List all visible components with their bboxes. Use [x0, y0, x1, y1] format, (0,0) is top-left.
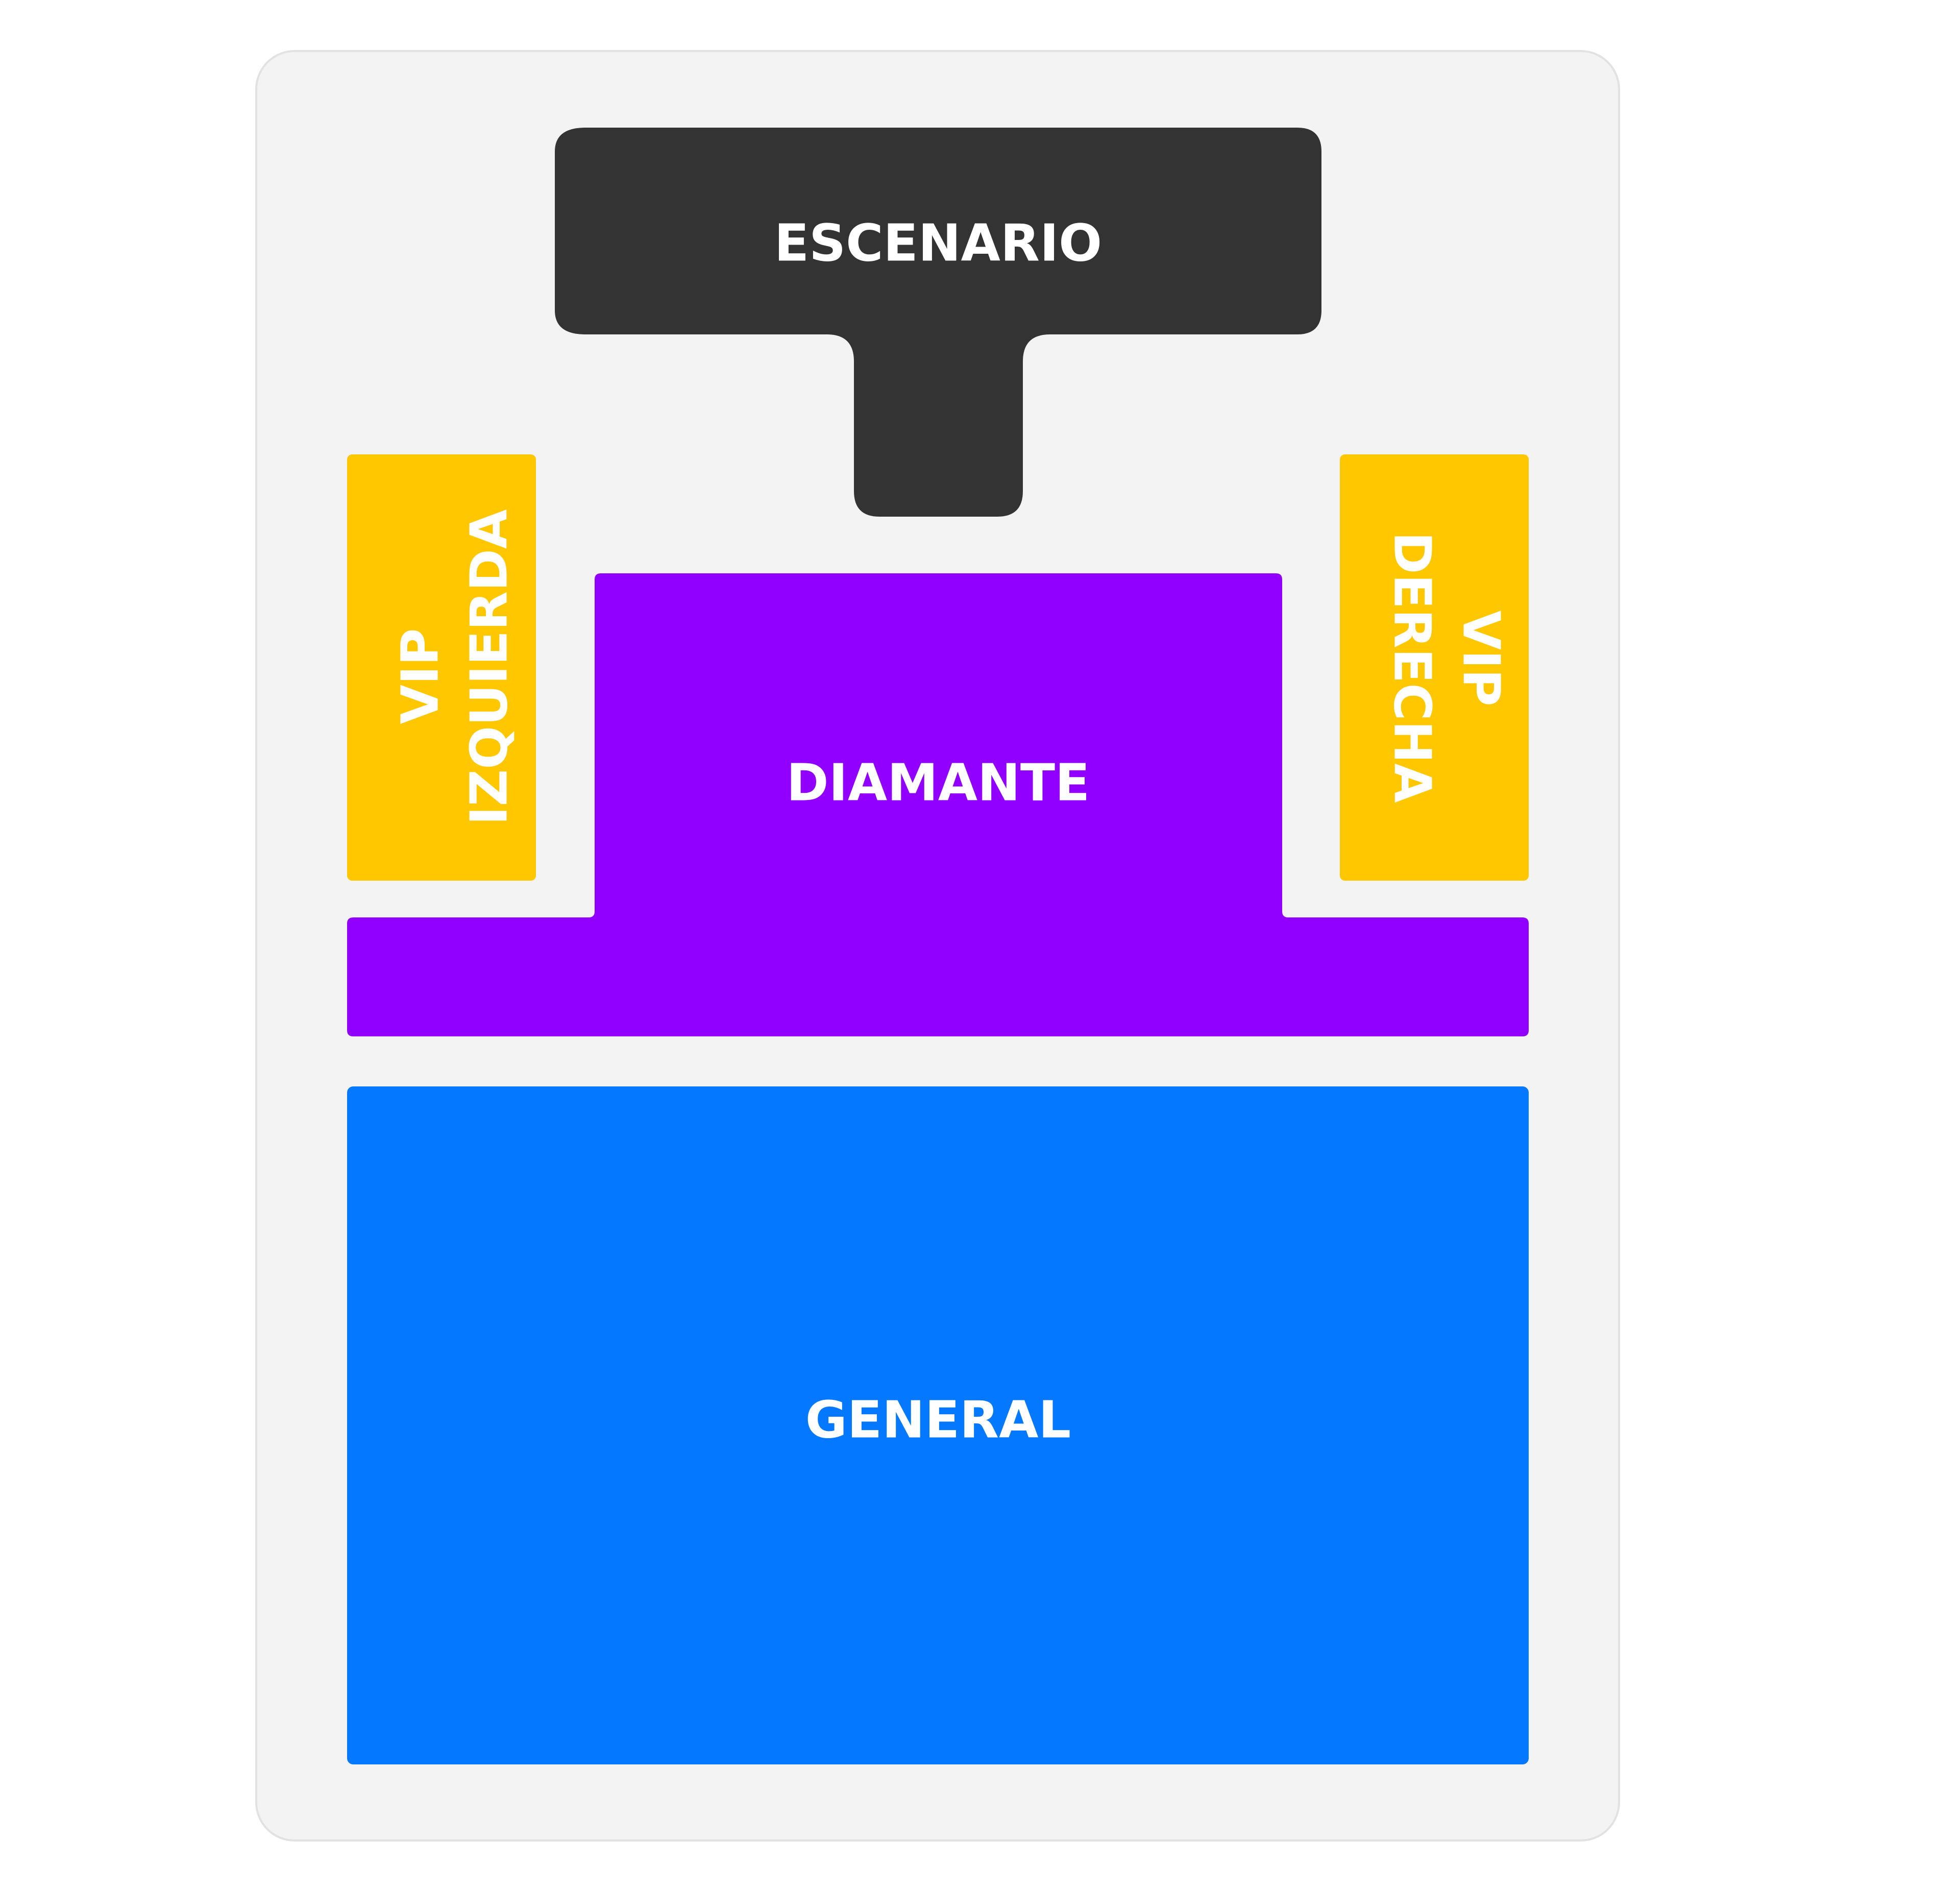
- stage-shape[interactable]: [555, 128, 1321, 517]
- vip-right-line-2: DERECHA: [1383, 531, 1442, 803]
- general-shape[interactable]: [347, 1086, 1529, 1764]
- zone-diamond[interactable]: DIAMANTE: [347, 573, 1529, 1036]
- vip-left-label: VIP IZQUIERDA: [376, 510, 519, 826]
- general-label: GENERAL: [805, 1390, 1071, 1449]
- vip-left-shape[interactable]: [347, 454, 536, 881]
- stage-label: ESCENARIO: [774, 213, 1102, 273]
- vip-left-line-2: IZQUIERDA: [459, 510, 519, 826]
- vip-right-line-1: VIP: [1452, 611, 1511, 707]
- vip-right-label: VIP DERECHA: [1383, 531, 1525, 803]
- zone-vip-right[interactable]: VIP DERECHA: [1340, 454, 1529, 881]
- zone-general[interactable]: GENERAL: [347, 1086, 1529, 1764]
- vip-right-shape[interactable]: [1340, 454, 1529, 881]
- vip-left-line-1: VIP: [390, 628, 450, 724]
- diamond-label: DIAMANTE: [787, 753, 1090, 812]
- zone-vip-left[interactable]: VIP IZQUIERDA: [347, 454, 536, 881]
- diamond-shape[interactable]: [347, 573, 1529, 1036]
- zone-stage[interactable]: ESCENARIO: [555, 128, 1321, 517]
